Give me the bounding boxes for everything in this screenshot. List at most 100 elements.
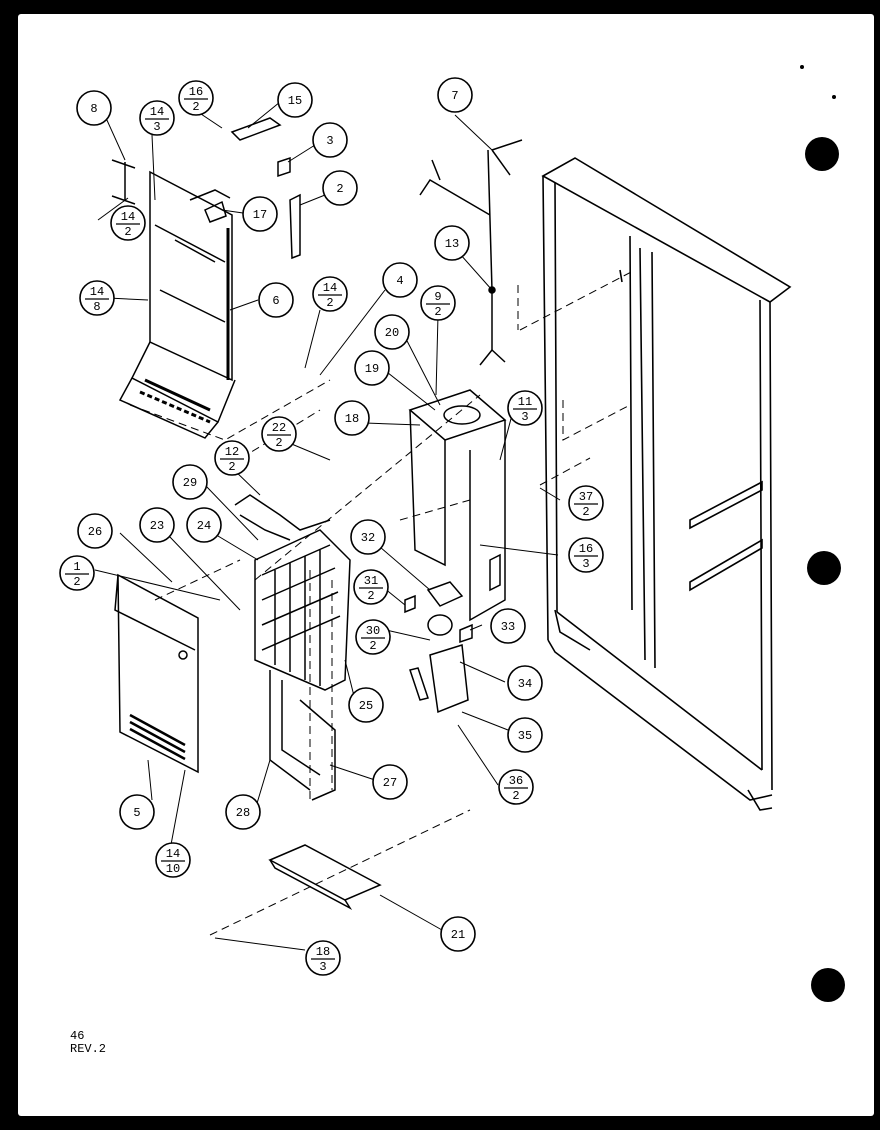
callout-quantity: 3: [582, 557, 589, 571]
callout-7: 7: [437, 77, 473, 113]
callout-number: 6: [272, 294, 279, 308]
callout-circle: [119, 794, 155, 830]
callout-11-3: 113: [507, 390, 543, 426]
callout-number: 14: [150, 105, 164, 119]
callout-number: 5: [133, 806, 140, 820]
callout-number: 34: [518, 677, 532, 691]
callout-quantity: 2: [326, 296, 333, 310]
callout-number: 14: [121, 210, 135, 224]
callout-number: 31: [364, 574, 378, 588]
callout-3: 3: [312, 122, 348, 158]
callout-36-2: 362: [498, 769, 534, 805]
page-number: 46: [70, 1029, 85, 1043]
callout-number: 35: [518, 729, 532, 743]
callout-14-2: 142: [110, 205, 146, 241]
front-cover-panel: [114, 573, 199, 774]
callout-circle: [305, 940, 341, 976]
callout-24: 24: [186, 507, 222, 543]
callout-quantity: 2: [582, 505, 589, 519]
callout-6: 6: [258, 282, 294, 318]
callout-circle: [382, 262, 418, 298]
callout-number: 32: [361, 531, 375, 545]
callout-circle: [312, 276, 348, 312]
callout-number: 7: [451, 89, 458, 103]
callout-circle: [139, 507, 175, 543]
callout-number: 14: [323, 281, 337, 295]
callout-number: 28: [236, 806, 250, 820]
callout-quantity: 2: [369, 639, 376, 653]
callout-4: 4: [382, 262, 418, 298]
callout-number: 18: [345, 412, 359, 426]
leader-lines: [94, 101, 561, 951]
callout-circle: [172, 464, 208, 500]
callout-number: 16: [579, 542, 593, 556]
callout-16-2: 162: [178, 80, 214, 116]
callout-circle: [322, 170, 358, 206]
callout-quantity: 2: [192, 100, 199, 114]
callout-number: 12: [225, 445, 239, 459]
callout-circle: [434, 225, 470, 261]
callout-circle: [258, 282, 294, 318]
callout-12-2: 122: [214, 440, 250, 476]
callout-2: 2: [322, 170, 358, 206]
wire-harness: [419, 139, 523, 366]
callout-22-2: 222: [261, 416, 297, 452]
callout-quantity: 2: [228, 460, 235, 474]
callout-35: 35: [507, 717, 543, 753]
callout-circle: [242, 196, 278, 232]
callout-number: 3: [326, 134, 333, 148]
callout-quantity: 2: [275, 436, 282, 450]
callout-21: 21: [440, 916, 476, 952]
callout-circle: [225, 794, 261, 830]
callout-number: 30: [366, 624, 380, 638]
callout-quantity: 3: [319, 960, 326, 974]
callout-20: 20: [374, 314, 410, 350]
evaporator-coil: [234, 494, 351, 801]
binder-holes: [800, 65, 845, 1002]
callout-circle: [261, 416, 297, 452]
callout-circle: [374, 314, 410, 350]
callout-circle: [507, 717, 543, 753]
callout-number: 14: [90, 285, 104, 299]
callout-circle: [312, 122, 348, 158]
callout-number: 4: [396, 274, 403, 288]
callout-circle: [178, 80, 214, 116]
callout-25: 25: [348, 687, 384, 723]
callout-27: 27: [372, 764, 408, 800]
callout-number: 21: [451, 928, 465, 942]
callout-circle: [354, 350, 390, 386]
callout-number: 15: [288, 94, 302, 108]
callout-quantity: 3: [521, 410, 528, 424]
callout-26: 26: [77, 513, 113, 549]
callout-number: 18: [316, 945, 330, 959]
evaporator-cover-panel: [118, 170, 236, 439]
callout-circle: [59, 555, 95, 591]
callout-quantity: 2: [367, 589, 374, 603]
callout-number: 24: [197, 519, 211, 533]
callout-quantity: 2: [512, 789, 519, 803]
callout-8: 8: [76, 90, 112, 126]
callout-circle: [155, 842, 191, 878]
callout-number: 23: [150, 519, 164, 533]
callout-number: 26: [88, 525, 102, 539]
callout-number: 2: [336, 182, 343, 196]
callout-number: 27: [383, 776, 397, 790]
callout-quantity: 3: [153, 120, 160, 134]
callout-quantity: 2: [434, 305, 441, 319]
callout-number: 14: [166, 847, 180, 861]
callout-number: 17: [253, 208, 267, 222]
callout-33: 33: [490, 608, 526, 644]
callout-circle: [498, 769, 534, 805]
callout-number: 16: [189, 85, 203, 99]
binder-hole: [811, 968, 845, 1002]
callout-number: 13: [445, 237, 459, 251]
callout-18: 18: [334, 400, 370, 436]
callout-23: 23: [139, 507, 175, 543]
callout-circle: [186, 507, 222, 543]
callout-number: 36: [509, 774, 523, 788]
callout-19: 19: [354, 350, 390, 386]
drain-trough: [268, 844, 382, 910]
callout-number: 11: [518, 395, 532, 409]
callout-circle: [139, 100, 175, 136]
callout-circle: [76, 90, 112, 126]
